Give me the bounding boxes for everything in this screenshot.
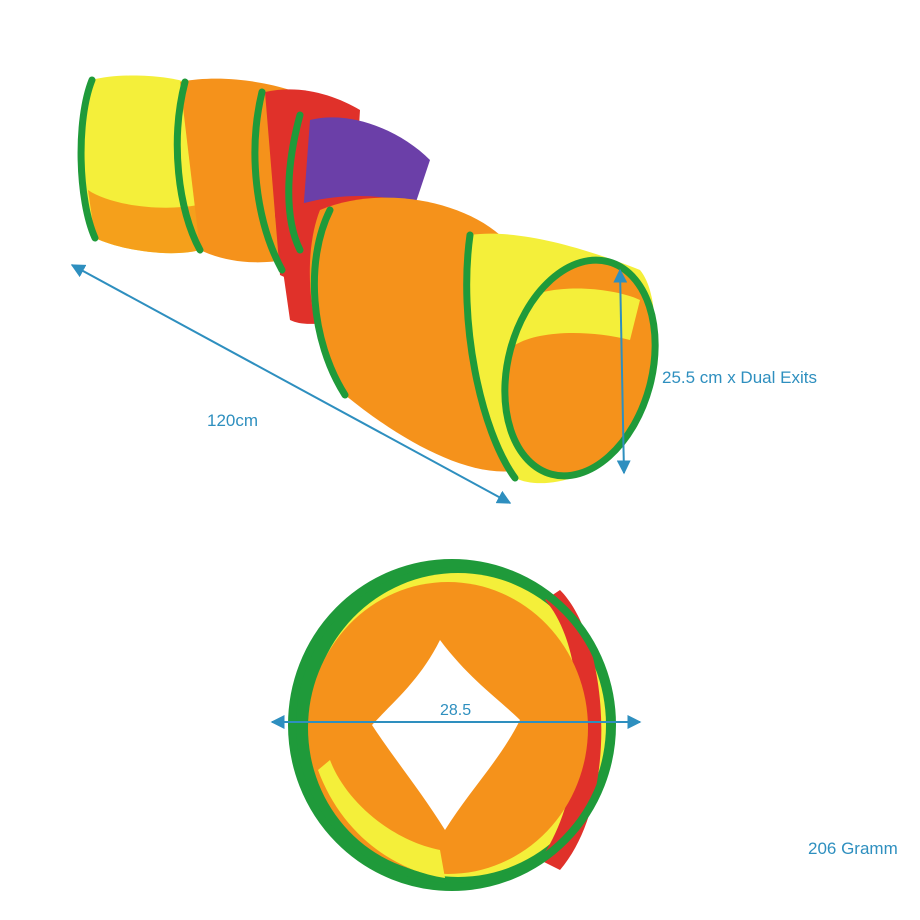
cat-tunnel-folded [288,559,616,891]
folded-diameter-label: 28.5 [440,702,472,719]
diameter-exits-label: 25.5 cm x Dual Exits [662,368,817,387]
cat-tunnel-extended [77,75,659,484]
folded-tunnel-opening [372,640,520,830]
length-label: 120cm [207,411,259,430]
length-measure-arrow [70,264,512,504]
diameter-measure-arrow [613,268,631,475]
weight-label: 206 Gramm [808,839,898,858]
